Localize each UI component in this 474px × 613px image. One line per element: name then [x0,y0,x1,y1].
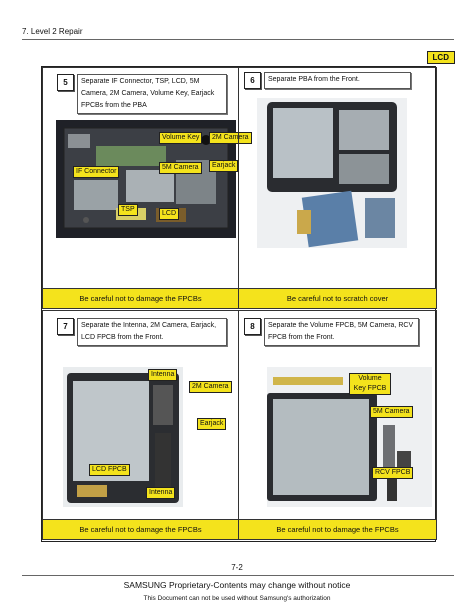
caution-step-6: Be careful not to scratch cover [238,288,437,309]
callout-lcd-fpcb: LCD FPCB [89,464,130,476]
callout-5m-camera: 5M Camera [370,406,413,418]
step-7-cell: 7 Separate the Intenna, 2M Camera, Earja… [42,310,239,520]
callout-intenna-bottom: Intenna [146,487,176,499]
page-number: 7-2 [231,563,243,572]
callout-lcd: LCD [159,208,180,220]
callout-5m-camera: 5M Camera [159,162,202,174]
step-number: 5 [57,74,74,91]
callout-earjack: Earjack [209,160,239,172]
procedure-grid: 5 Separate IF Connector, TSP, LCD, 5M Ca… [41,66,437,542]
footer-rule [22,575,454,576]
callout-volume-key: Volume Key [159,132,203,144]
callout-2m-camera: 2M Camera [189,381,232,393]
callout-earjack: Earjack [197,418,227,430]
step-instruction: Separate PBA from the Front. [264,72,411,89]
step-number: 7 [57,318,74,335]
footer-authorization-notice: This Document can not be used without Sa… [143,595,331,602]
step-number: 8 [244,318,261,335]
step-6-cell: 6 Separate PBA from the Front. [238,67,437,289]
footer-proprietary-notice: SAMSUNG Proprietary-Contents may change … [123,580,351,590]
header-rule [22,39,454,40]
callout-2m-camera: 2M Camera [209,132,252,144]
caution-step-5: Be careful not to damage the FPCBs [42,288,239,309]
front-and-pba-illustration [257,98,407,248]
step-7-header: 7 Separate the Intenna, 2M Camera, Earja… [57,318,227,346]
step-6-photo [257,98,407,248]
step-7-photo [63,367,183,507]
step-instruction: Separate IF Connector, TSP, LCD, 5M Came… [77,74,227,114]
step-number: 6 [244,72,261,89]
step-8-header: 8 Separate the Volume FPCB, 5M Camera, R… [244,318,419,346]
step-6-header: 6 Separate PBA from the Front. [244,72,411,89]
callout-intenna-top: Intenna [148,369,178,381]
caution-step-8: Be careful not to damage the FPCBs [238,519,437,540]
callout-tsp: TSP [118,204,138,216]
step-5-header: 5 Separate IF Connector, TSP, LCD, 5M Ca… [57,74,227,114]
callout-volume-key-fpcb: Volume Key FPCB [349,373,391,395]
step-5-cell: 5 Separate IF Connector, TSP, LCD, 5M Ca… [42,67,252,289]
volume-camera-rcv-illustration [267,367,432,507]
step-instruction: Separate the Volume FPCB, 5M Camera, RCV… [264,318,419,346]
caution-step-7: Be careful not to damage the FPCBs [42,519,239,540]
step-8-photo [267,367,432,507]
step-8-cell: 8 Separate the Volume FPCB, 5M Camera, R… [238,310,437,520]
front-frame-illustration [63,367,183,507]
callout-rcv-fpcb: RCV FPCB [372,467,414,479]
section-tag: LCD [426,51,455,64]
header-title: 7. Level 2 Repair [22,27,83,36]
step-instruction: Separate the Intenna, 2M Camera, Earjack… [77,318,227,346]
callout-if-connector: IF Connector [73,166,120,178]
